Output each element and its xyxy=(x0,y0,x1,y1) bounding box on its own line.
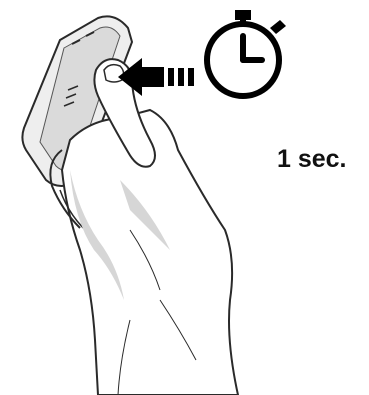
duration-label: 1 sec. xyxy=(277,145,347,174)
stopwatch-icon xyxy=(207,10,286,96)
